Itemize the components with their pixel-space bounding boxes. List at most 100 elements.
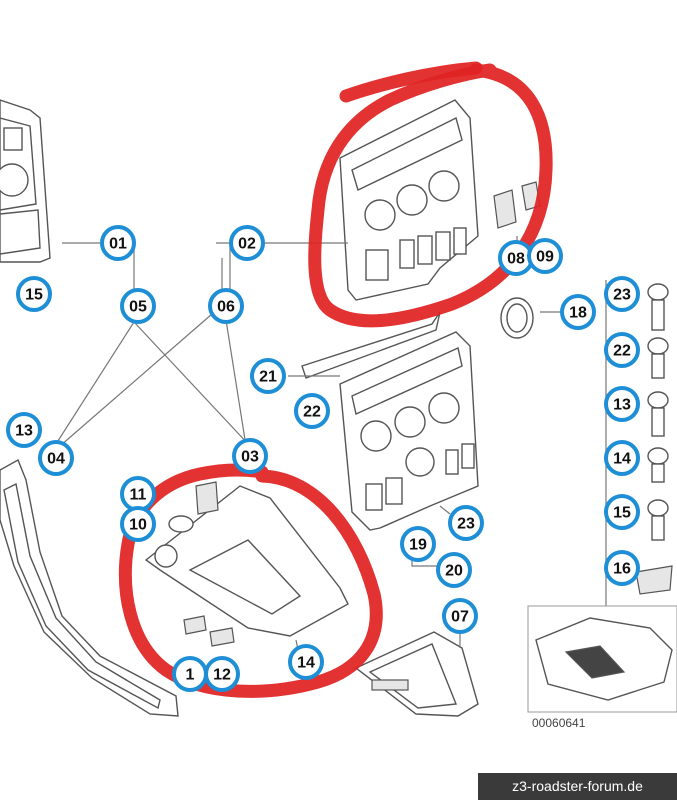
callout-marker-m19: 19	[400, 526, 436, 562]
callout-label: 1	[186, 667, 195, 684]
callout-label: 05	[129, 299, 147, 316]
clip-16	[635, 565, 673, 595]
tray-07	[354, 631, 479, 717]
callout-label: 08	[507, 251, 525, 268]
red-annotation-upper	[308, 61, 553, 328]
screw-14	[647, 447, 669, 483]
callout-marker-m07: 07	[442, 598, 478, 634]
callout-ring	[604, 276, 640, 312]
callout-ring	[560, 294, 596, 330]
callout-label: 14	[297, 655, 315, 672]
callout-ring	[120, 288, 156, 324]
callout-ring	[400, 526, 436, 562]
callout-label: 15	[25, 287, 43, 304]
callout-marker-m13a: 13	[6, 412, 42, 448]
center-panel-lower	[339, 331, 479, 531]
callout-label: 19	[409, 537, 427, 554]
callout-ring	[294, 393, 330, 429]
callout-ring	[288, 644, 324, 680]
watermark: z3-roadster-forum.de	[478, 773, 677, 800]
callout-ring	[120, 506, 156, 542]
callout-marker-m15b: 15	[604, 494, 640, 530]
callout-label: 22	[613, 343, 631, 360]
callout-marker-m02: 02	[229, 225, 265, 261]
screw-22	[647, 337, 669, 379]
callout-ring	[6, 412, 42, 448]
callout-label: 16	[613, 561, 631, 578]
callout-marker-m15a: 15	[16, 276, 52, 312]
callout-ring	[232, 438, 268, 474]
callout-ring	[16, 276, 52, 312]
callout-label: 10	[129, 517, 147, 534]
callout-ring	[38, 440, 74, 476]
callout-marker-m22a: 22	[604, 332, 640, 368]
callout-ring	[229, 225, 265, 261]
screw-15	[647, 499, 669, 541]
callout-ring	[448, 505, 484, 541]
left-panel-fragment	[0, 99, 51, 263]
callout-marker-m23a: 23	[604, 276, 640, 312]
callout-label: 07	[451, 609, 469, 626]
callout-marker-m08: 08	[498, 240, 534, 276]
callout-label: 11	[130, 487, 147, 504]
side-trim	[0, 459, 179, 717]
callout-label: 13	[613, 397, 631, 414]
callout-marker-m21: 21	[250, 358, 286, 394]
shift-console	[144, 481, 349, 647]
screw-13	[647, 391, 669, 437]
callout-ring	[100, 225, 136, 261]
callout-markers: 01 02 15 05 06 08 09 18 23 22 21 22 13 13 04 03 14 11 10 23…	[6, 225, 640, 692]
callout-ring	[204, 656, 240, 692]
callout-ring	[604, 332, 640, 368]
callout-marker-m03: 03	[232, 438, 268, 474]
callout-label: 23	[613, 287, 631, 304]
callout-ring	[604, 550, 640, 586]
callout-label: 12	[213, 667, 231, 684]
callout-marker-m14b: 14	[288, 644, 324, 680]
callout-marker-m13b: 13	[604, 386, 640, 422]
screw-23	[647, 283, 669, 331]
callout-ring	[527, 238, 563, 274]
callout-label: 06	[217, 299, 235, 316]
callout-marker-m04: 04	[38, 440, 74, 476]
callout-label: 23	[457, 516, 475, 533]
callout-ring	[442, 598, 478, 634]
vehicle-inset	[527, 605, 677, 713]
screw-column	[605, 280, 673, 606]
callout-ring	[604, 440, 640, 476]
callout-marker-m23b: 23	[448, 505, 484, 541]
callout-label: 22	[303, 404, 321, 421]
callout-label: 14	[613, 451, 631, 468]
callout-marker-m14a: 14	[604, 440, 640, 476]
callout-marker-m16: 16	[604, 550, 640, 586]
callout-marker-m11: 11	[120, 476, 156, 512]
callout-label: 18	[569, 305, 587, 322]
callout-label: 03	[241, 449, 259, 466]
callout-label: 21	[259, 369, 277, 386]
callout-label: 01	[109, 236, 127, 253]
callout-ring	[604, 494, 640, 530]
callout-marker-m10: 10	[120, 506, 156, 542]
drawing-reference-code: 00060641	[532, 716, 586, 730]
callout-marker-m22b: 22	[294, 393, 330, 429]
callout-label: 09	[536, 249, 554, 266]
callout-marker-m05: 05	[120, 288, 156, 324]
callout-ring	[250, 358, 286, 394]
callout-marker-m06: 06	[208, 288, 244, 324]
callout-ring	[604, 386, 640, 422]
callout-ring	[208, 288, 244, 324]
callout-ring	[436, 552, 472, 588]
callout-marker-m01b: 1	[172, 656, 208, 692]
callout-marker-m09: 09	[527, 238, 563, 274]
callout-marker-m18: 18	[560, 294, 596, 330]
callout-marker-m20: 20	[436, 552, 472, 588]
callout-label: 15	[613, 505, 631, 522]
callout-label: 02	[238, 236, 256, 253]
center-panel-upper	[339, 99, 479, 301]
ring-part	[500, 297, 534, 339]
callout-label: 04	[47, 451, 65, 468]
callout-label: 20	[445, 563, 463, 580]
callout-marker-m01: 01	[100, 225, 136, 261]
